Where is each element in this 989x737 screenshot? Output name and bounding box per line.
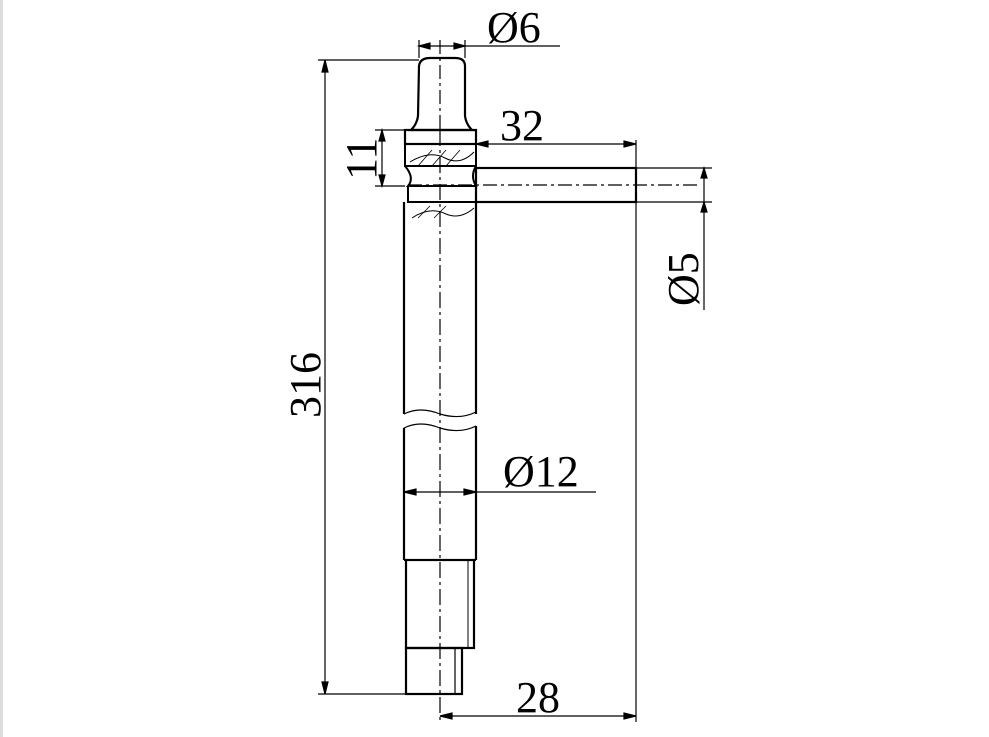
wrench-tip <box>404 558 476 696</box>
left-border <box>0 0 3 737</box>
dim-line-handle-length <box>475 140 637 168</box>
dim-line-handle-offset <box>375 127 405 189</box>
dim-line-reach <box>439 202 637 722</box>
top-pin <box>408 40 475 132</box>
dim-line-handle-diameter <box>636 165 712 310</box>
dim-line-overall-length <box>318 59 419 695</box>
reach-label: 28 <box>516 673 560 722</box>
handle-offset-label: 11 <box>337 137 386 180</box>
cross-handle <box>408 166 700 204</box>
shaft-diameter-label: Ø12 <box>503 447 579 496</box>
handle-length-label: 32 <box>500 101 544 150</box>
dim-line-pin-diameter <box>416 40 560 58</box>
pin-diameter-label: Ø6 <box>487 3 541 52</box>
overall-length-label: 316 <box>281 352 330 418</box>
handle-diameter-label: Ø5 <box>659 252 708 306</box>
dim-line-shaft-diameter <box>403 488 596 496</box>
